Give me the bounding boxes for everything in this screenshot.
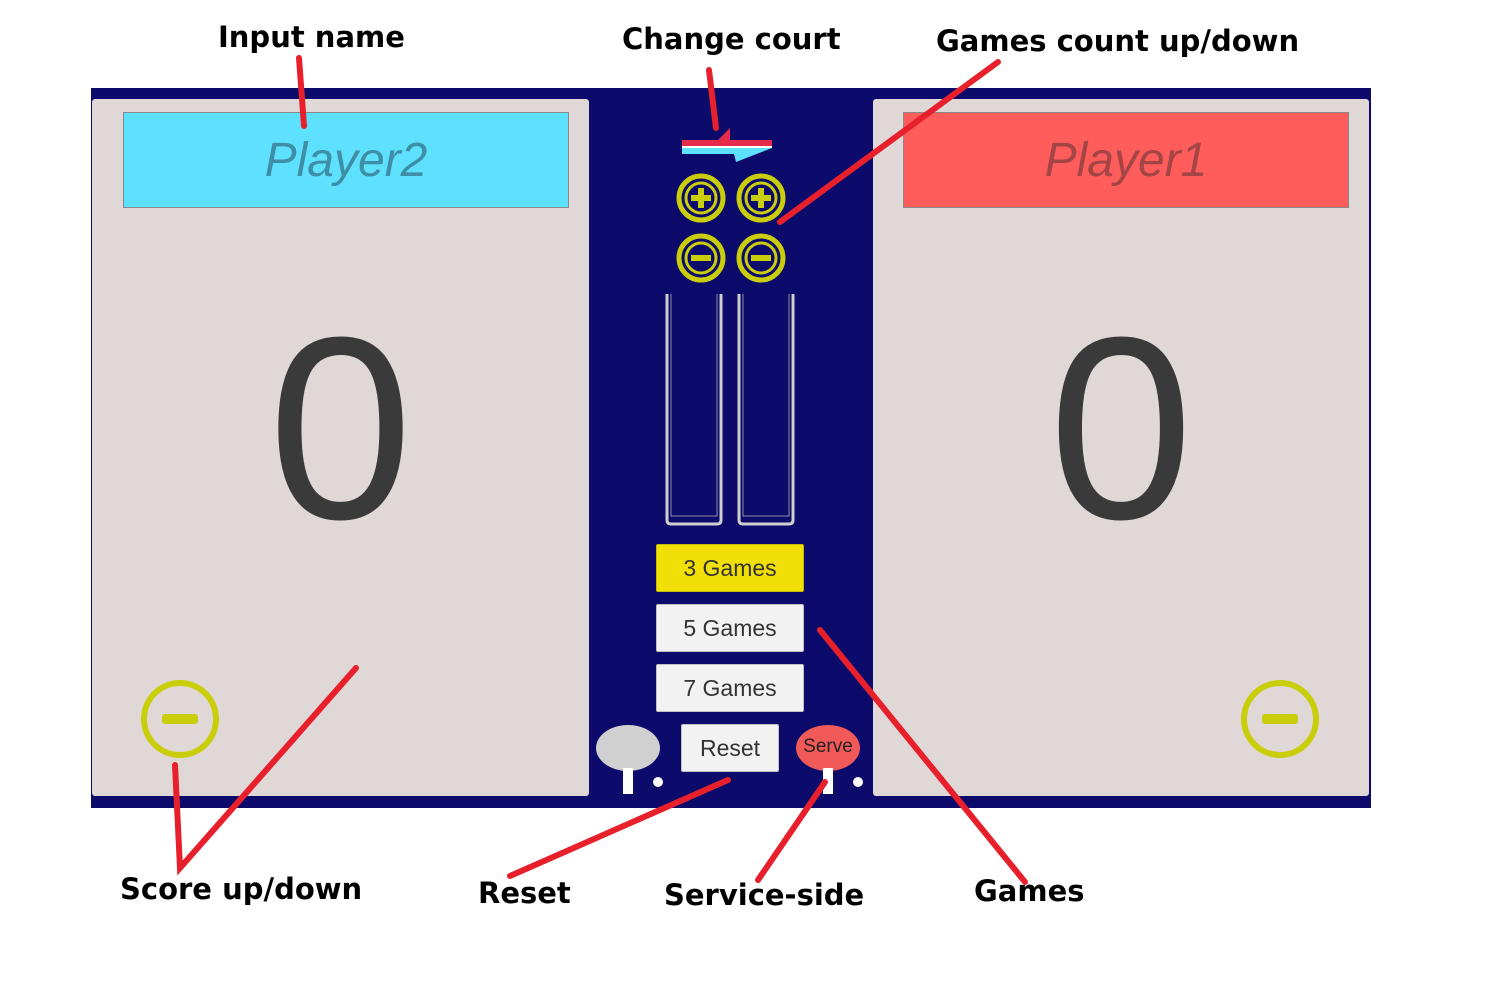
center-controls: 3 Games 5 Games 7 Games Reset Serve (590, 88, 872, 808)
serve-paddle-right[interactable]: Serve (795, 724, 865, 798)
player-panel-right[interactable]: 0 (873, 99, 1369, 796)
annotation-reset: Reset (478, 876, 571, 910)
reset-button[interactable]: Reset (681, 724, 779, 772)
serve-paddle-left-icon[interactable] (595, 724, 665, 798)
player-panel-left[interactable]: 0 (92, 99, 589, 796)
score-left[interactable]: 0 (268, 284, 413, 574)
annotation-games: Games (974, 874, 1085, 908)
games-option-3[interactable]: 3 Games (656, 544, 804, 592)
annotation-games-count: Games count up/down (936, 24, 1300, 58)
swap-arrows-icon[interactable] (680, 120, 784, 166)
games-option-7[interactable]: 7 Games (656, 664, 804, 712)
annotation-service-side: Service-side (664, 878, 865, 912)
score-minus-left-icon[interactable] (140, 679, 220, 759)
games-plus-right-icon[interactable] (735, 172, 787, 224)
annotation-score-updown: Score up/down (120, 872, 363, 906)
games-minus-right-icon[interactable] (735, 232, 787, 284)
player-name-input-left[interactable] (124, 112, 568, 208)
annotation-change-court: Change court (622, 22, 841, 56)
games-minus-left-icon[interactable] (675, 232, 727, 284)
games-count-slot-left (665, 294, 723, 526)
player-name-box-left (123, 112, 569, 208)
games-plus-left-icon[interactable] (675, 172, 727, 224)
score-right[interactable]: 0 (1048, 284, 1194, 574)
serve-label: Serve (803, 736, 853, 757)
games-option-5[interactable]: 5 Games (656, 604, 804, 652)
player-name-box-right (903, 112, 1349, 208)
games-count-slot-right (737, 294, 795, 526)
score-minus-right-icon[interactable] (1240, 679, 1320, 759)
player-name-input-right[interactable] (904, 112, 1348, 208)
annotation-input-name: Input name (218, 20, 405, 54)
